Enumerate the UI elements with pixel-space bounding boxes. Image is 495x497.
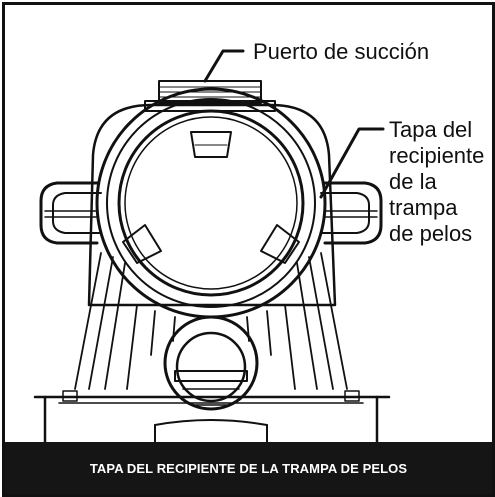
- lid-label-line: de pelos: [389, 221, 473, 246]
- lid-lug-top: [190, 131, 232, 158]
- lid-label-line: recipiente: [389, 143, 485, 168]
- pump-base: [33, 390, 391, 444]
- lid-inner-ring: [117, 109, 305, 297]
- right-handle: [320, 181, 383, 245]
- left-handle: [39, 181, 102, 245]
- lid-label: Tapa del recipiente de la trampa de pelo…: [389, 117, 484, 247]
- drain-plug: [163, 315, 259, 411]
- lid-lug-right: [260, 224, 300, 264]
- lid-label-line: de la: [389, 169, 437, 194]
- lid-outer-ring: [95, 87, 327, 319]
- caption-bar: TAPA DEL RECIPIENTE DE LA TRAMPA DE PELO…: [5, 442, 492, 494]
- lid-label-line: trampa: [389, 195, 458, 220]
- caption-text: TAPA DEL RECIPIENTE DE LA TRAMPA DE PELO…: [89, 460, 408, 476]
- lid-leader: [319, 127, 385, 199]
- suction-port-label: Puerto de succión: [253, 39, 430, 64]
- lid-lug-left: [122, 224, 162, 264]
- pump-body: [74, 252, 348, 390]
- suction-port: [144, 80, 276, 112]
- pump-drawing: [33, 49, 391, 444]
- suction-port-leader: [203, 49, 245, 83]
- lid-label-line: Tapa del: [389, 117, 473, 142]
